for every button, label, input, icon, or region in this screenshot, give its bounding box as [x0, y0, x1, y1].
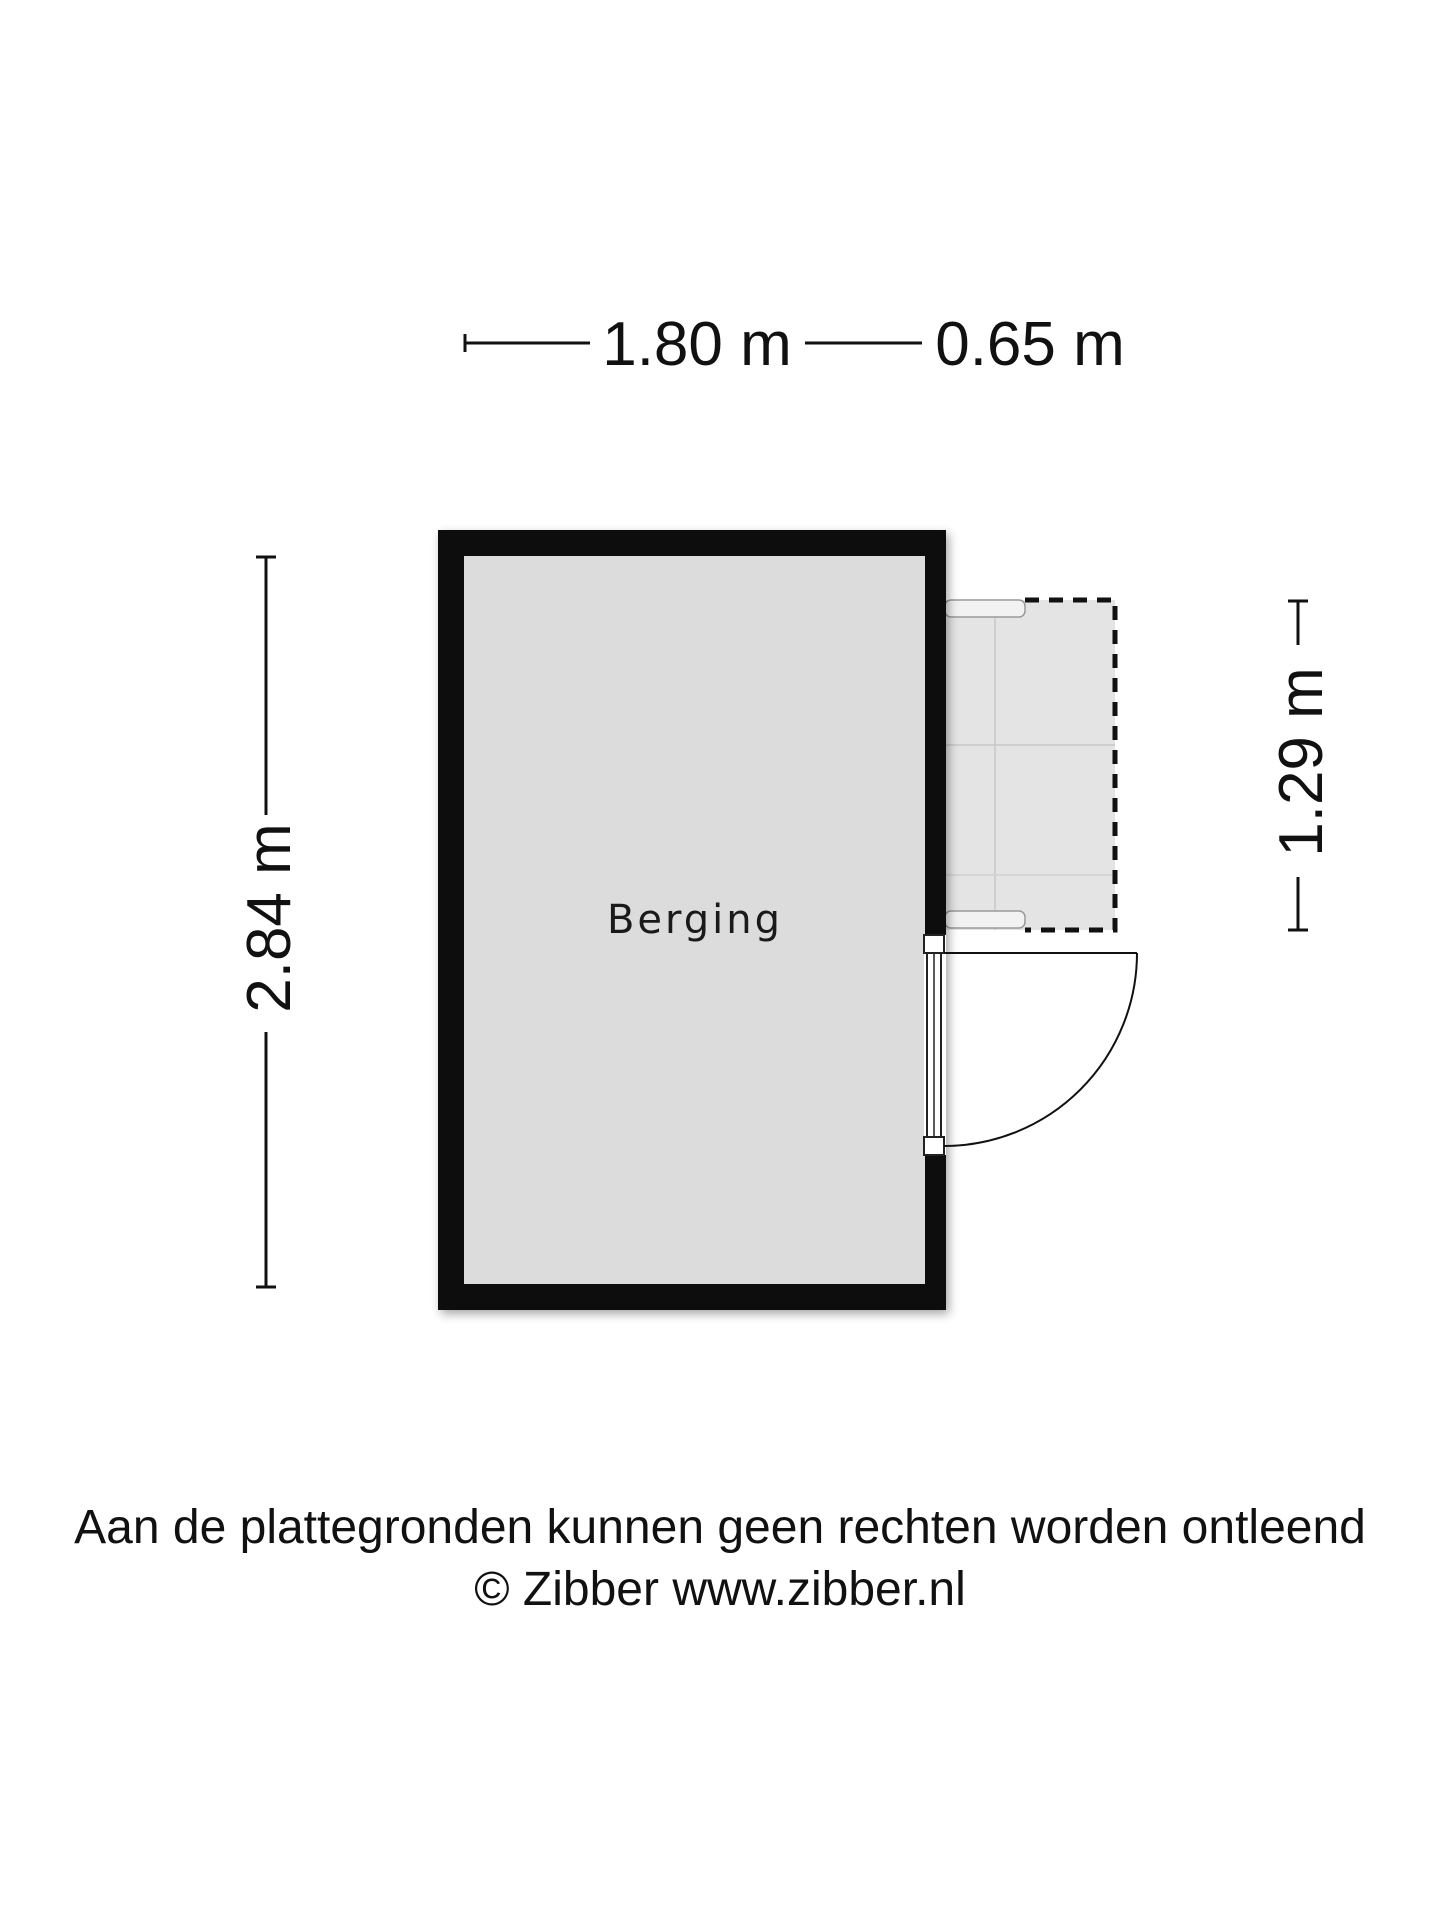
dimension-right: 1.29 m [1267, 599, 1336, 932]
room-berging [438, 530, 946, 1310]
canopy-post-bottom [944, 910, 1026, 929]
disclaimer-text: Aan de plattegronden kunnen geen rechten… [74, 1501, 1366, 1554]
door [923, 934, 1138, 1156]
outdoor-area [944, 597, 1118, 933]
copyright-text: © Zibber www.zibber.nl [474, 1563, 966, 1616]
dimension-left-label: 2.84 m [235, 823, 304, 1013]
dimension-top-right-label: 0.65 m [935, 310, 1125, 379]
dimension-right-label: 1.29 m [1267, 667, 1336, 857]
door-swing-arc [943, 952, 1138, 1147]
dimension-left: 2.84 m [235, 555, 304, 1289]
canopy-post-top [944, 599, 1026, 618]
room-label: Berging [607, 897, 783, 943]
dimension-top: 1.80 m 0.65 m [463, 310, 1125, 379]
dimension-top-left-label: 1.80 m [602, 310, 792, 379]
